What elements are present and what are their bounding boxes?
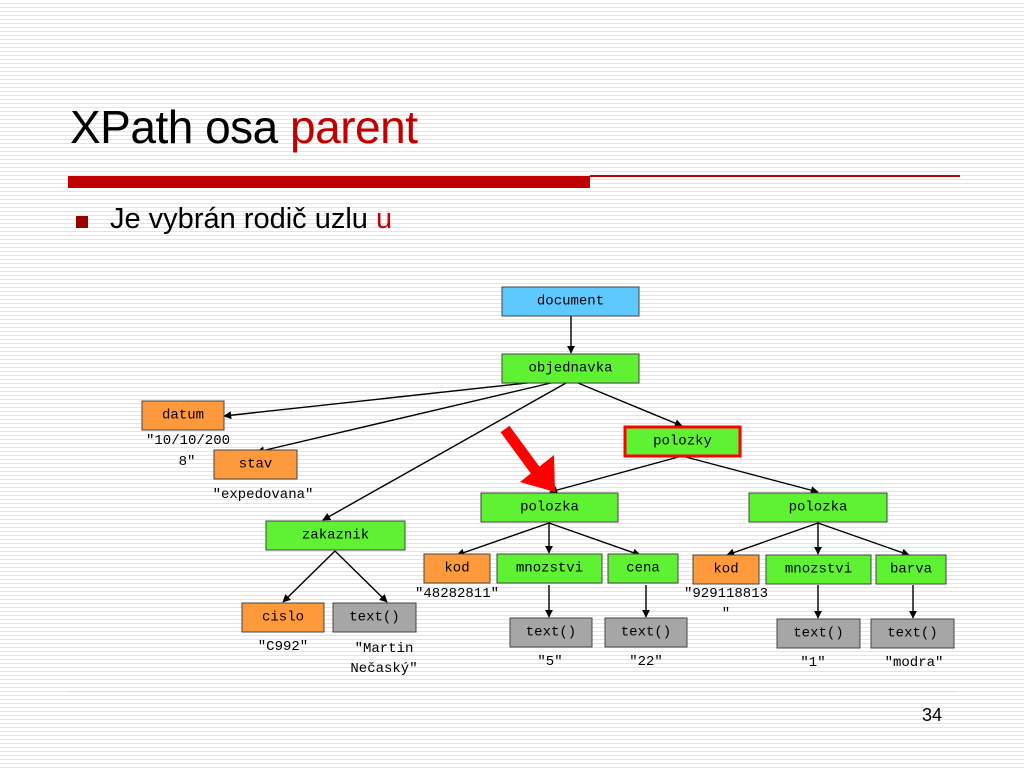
edge-objednavka-polozky <box>577 382 683 427</box>
node-label: text() <box>621 625 671 641</box>
title-underline-line <box>590 175 960 177</box>
node-stav: stav <box>213 449 298 480</box>
highlight-arrow-icon <box>500 425 555 492</box>
node-label: text() <box>526 625 576 641</box>
node-label: polozka <box>789 500 848 516</box>
node-label: cislo <box>262 610 304 626</box>
edge-polozky-polozka-1 <box>549 455 683 494</box>
value-kod-1: "48282811" <box>415 586 499 602</box>
node-label: kod <box>444 561 469 577</box>
node-cislo: cislo <box>241 602 325 633</box>
value-zakaznik-line1: "Martin <box>355 641 414 657</box>
node-kod-2: kod <box>692 554 760 585</box>
value-mnozstvi-2: "1" <box>800 655 825 671</box>
edge-objednavka-zakaznik <box>322 382 567 521</box>
node-mnozstvi-2: mnozstvi <box>765 554 872 585</box>
node-label: objednavka <box>528 361 612 377</box>
node-label: polozka <box>520 500 579 516</box>
node-barva: barva <box>875 554 947 585</box>
node-label: text() <box>349 610 399 626</box>
node-mnozstvi-1: mnozstvi <box>496 553 603 584</box>
node-label: kod <box>713 562 738 578</box>
value-barva: "modra" <box>885 655 944 671</box>
node-zakaznik-text: text() <box>332 602 417 633</box>
node-label: mnozstvi <box>516 561 583 577</box>
tree-edges <box>223 316 917 619</box>
edge-polozka-1-cena <box>548 522 641 557</box>
value-kod-2-line2: " <box>722 606 730 622</box>
node-kod-1: kod <box>423 553 491 584</box>
value-datum-line2: 8" <box>179 454 196 470</box>
value-mnozstvi-1: "5" <box>537 654 562 670</box>
node-label: zakaznik <box>302 528 369 544</box>
node-label: datum <box>162 408 204 424</box>
node-label: mnozstvi <box>785 562 852 578</box>
node-label: cena <box>626 561 660 577</box>
value-zakaznik-line2: Nečaský" <box>350 661 417 677</box>
bullet-item: Je vybrán rodič uzlu u <box>110 203 392 236</box>
node-objednavka: objednavka <box>501 353 640 384</box>
node-polozka-2: polozka <box>748 492 888 523</box>
title-accent: parent <box>290 101 418 153</box>
edge-polozka-1-kod <box>456 522 550 557</box>
node-label: text() <box>887 626 937 642</box>
bullet-text: Je vybrán rodič uzlu <box>110 203 376 235</box>
value-datum-line1: "10/10/200 <box>146 433 230 449</box>
title-underline-bar <box>68 176 590 188</box>
edge-polozka-2-barva <box>817 522 910 557</box>
slide-title: XPath osa parent <box>70 100 418 154</box>
title-prefix: XPath osa <box>70 101 291 153</box>
node-label: document <box>537 294 604 310</box>
value-labels: "10/10/200 8" "expedovana" "C992" "Marti… <box>146 433 943 677</box>
node-polozky-selected: polozky <box>623 425 742 458</box>
node-label: text() <box>793 626 843 642</box>
bullet-accent: u <box>375 203 393 235</box>
edge-zakaznik-text <box>334 550 388 603</box>
page-number: 34 <box>922 705 943 725</box>
node-zakaznik: zakaznik <box>265 520 406 551</box>
value-stav: "expedovana" <box>213 487 314 503</box>
edge-polozka-2-kod <box>726 522 819 557</box>
value-kod-2-line1: "929118813 <box>684 586 768 602</box>
node-document: document <box>501 286 640 317</box>
bullet-square-icon <box>76 216 88 228</box>
node-label: barva <box>890 562 932 578</box>
edge-objednavka-stav <box>256 381 556 455</box>
value-cislo: "C992" <box>258 639 308 655</box>
node-cena-text: text() <box>604 617 688 648</box>
node-polozka-1: polozka <box>480 492 619 523</box>
node-label: polozky <box>653 434 712 450</box>
node-datum: datum <box>141 400 225 431</box>
edge-objednavka-datum <box>223 380 546 420</box>
node-label: stav <box>239 457 273 473</box>
node-mnozstvi-1-text: text() <box>509 617 593 648</box>
node-cena: cena <box>607 553 679 584</box>
footer-divider <box>68 691 956 692</box>
node-mnozstvi-2-text: text() <box>776 618 861 649</box>
value-cena: "22" <box>629 654 663 670</box>
edge-zakaznik-cislo <box>282 550 336 603</box>
node-barva-text: text() <box>870 618 955 649</box>
edge-polozky-polozka-2 <box>681 455 819 495</box>
